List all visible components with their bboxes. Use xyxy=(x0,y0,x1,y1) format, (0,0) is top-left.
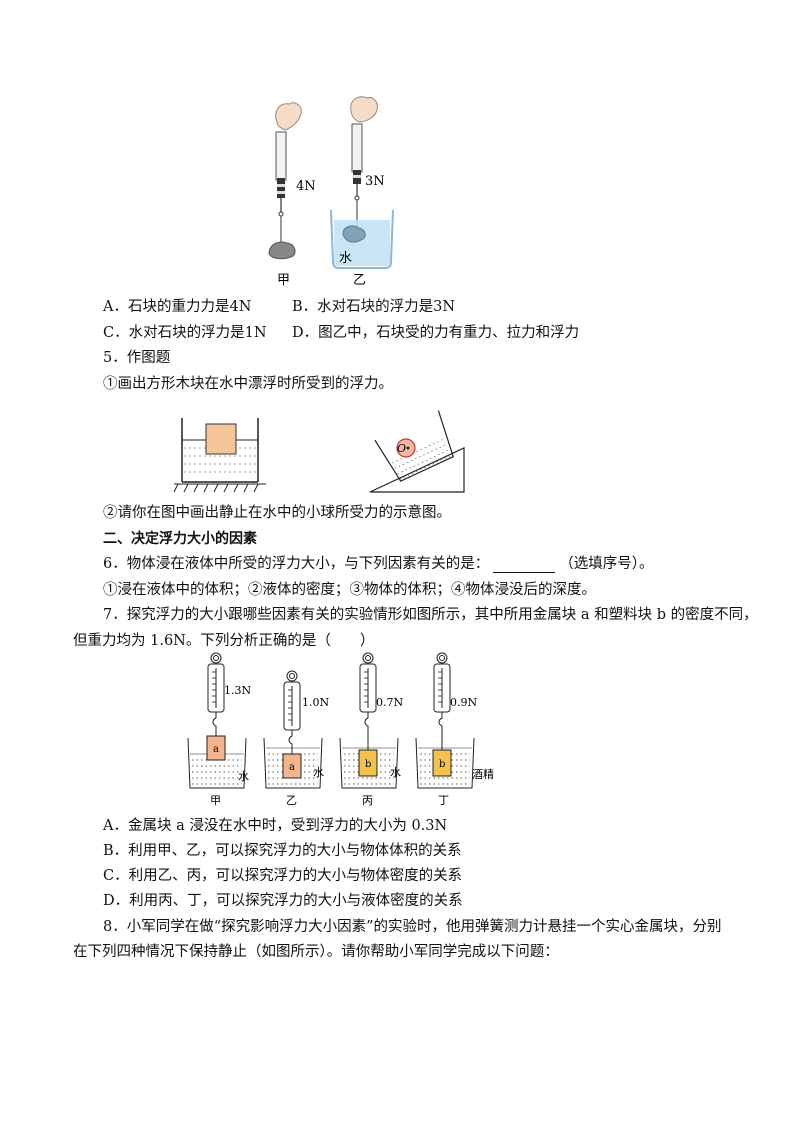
q8-line1: 8．小军同学在做“探究影响浮力大小因素”的实验时，他用弹簧测力计悬挂一个实心金属… xyxy=(103,919,722,935)
reading-label: 1.3N xyxy=(224,684,251,697)
caption: 乙 xyxy=(286,794,297,807)
setup-ding: b 0.9N 酒精 丁 xyxy=(415,652,494,807)
block-label: b xyxy=(439,759,445,770)
q7-option-b: B．利用甲、乙，可以探究浮力的大小与物体体积的关系 xyxy=(103,843,462,859)
hand-icon xyxy=(275,102,302,131)
incline xyxy=(369,447,465,493)
q6-stem-a: 6．物体浸在液体中所受的浮力大小，与下列因素有关的是： xyxy=(103,556,490,572)
water-label: 水 xyxy=(339,251,352,266)
q7-stem-line2: 但重力均为 1.6N。下列分析正确的是（ ） xyxy=(73,633,375,649)
reading-label: 1.0N xyxy=(302,696,329,709)
liquid-label: 酒精 xyxy=(472,768,494,781)
q5-part1: ①画出方形木块在水中漂浮时所受到的浮力。 xyxy=(103,376,393,392)
incline-ball-diagram: O xyxy=(369,410,465,493)
right-reading: 3N xyxy=(365,174,385,189)
setup-bing: b 0.7N 水 丙 xyxy=(339,652,403,807)
q7-option-c: C．利用乙、丙，可以探究浮力的大小与物体密度的关系 xyxy=(103,868,463,884)
caption: 丙 xyxy=(362,794,373,807)
left-spring-balance xyxy=(275,131,287,181)
q5-title: 5．作图题 xyxy=(103,350,171,366)
q5-part2: ②请你在图中画出静止在水中的小球所受力的示意图。 xyxy=(103,505,451,521)
setup-yi: a 1.0N 水 乙 xyxy=(263,670,329,807)
q4-option-d: D．图乙中，石块受的力有重力、拉力和浮力 xyxy=(292,325,580,341)
four-setups-figure: a 1.3N 水 甲 a 1.0N 水 乙 b 0.7N 水 丙 xyxy=(187,652,494,807)
caption: 甲 xyxy=(210,794,221,807)
q7-option-a: A．金属块 a 浸没在水中时，受到浮力的大小为 0.3N xyxy=(103,818,448,834)
q6-stem: 6．物体浸在液体中所受的浮力大小，与下列因素有关的是： （选填序号）。 xyxy=(103,555,653,573)
spring-balance-figure: 4N 3N 水 甲 乙 xyxy=(268,96,394,288)
hand-icon xyxy=(350,96,378,123)
left-caption: 甲 xyxy=(277,273,290,288)
reading-label: 0.9N xyxy=(450,696,477,709)
floating-block-diagram xyxy=(173,418,266,493)
right-caption: 乙 xyxy=(353,273,366,288)
tilted-beaker xyxy=(374,410,454,482)
beaker xyxy=(330,209,394,269)
block-label: a xyxy=(289,762,295,773)
reading-label: 0.7N xyxy=(376,696,403,709)
section2-heading: 二、决定浮力大小的因素 xyxy=(103,531,257,547)
q6-options: ①浸在液体中的体积；②液体的密度；③物体的体积；④物体浸没后的深度。 xyxy=(103,582,596,598)
right-spring-balance xyxy=(351,123,363,173)
liquid-label: 水 xyxy=(390,766,401,779)
q6-stem-b: （选填序号）。 xyxy=(559,556,654,572)
block-label: a xyxy=(213,744,219,755)
q4-option-c: C．水对石块的浮力是1N xyxy=(103,325,267,341)
q4-option-b: B．水对石块的浮力是3N xyxy=(292,299,456,315)
answer-blank[interactable] xyxy=(493,558,556,573)
setup-jia: a 1.3N 水 甲 xyxy=(187,652,251,807)
stone xyxy=(268,241,296,260)
liquid-label: 水 xyxy=(313,766,324,779)
wooden-block xyxy=(205,423,237,455)
q7-option-d: D．利用丙、丁，可以探究浮力的大小与液体密度的关系 xyxy=(103,893,463,909)
left-reading: 4N xyxy=(296,179,316,194)
ball xyxy=(396,438,416,458)
q7-stem-line1: 7．探究浮力的大小跟哪些因素有关的实验情形如图所示，其中所用金属块 a 和塑料块… xyxy=(103,607,758,623)
q8-line2: 在下列四种情况下保持静止（如图所示）。请你帮助小军同学完成以下问题： xyxy=(73,944,559,960)
ball-label: O xyxy=(397,442,406,455)
q4-option-a: A．石块的重力力是4N xyxy=(103,299,252,315)
block-label: b xyxy=(365,759,371,770)
liquid-label: 水 xyxy=(238,770,249,783)
caption: 丁 xyxy=(438,794,449,807)
